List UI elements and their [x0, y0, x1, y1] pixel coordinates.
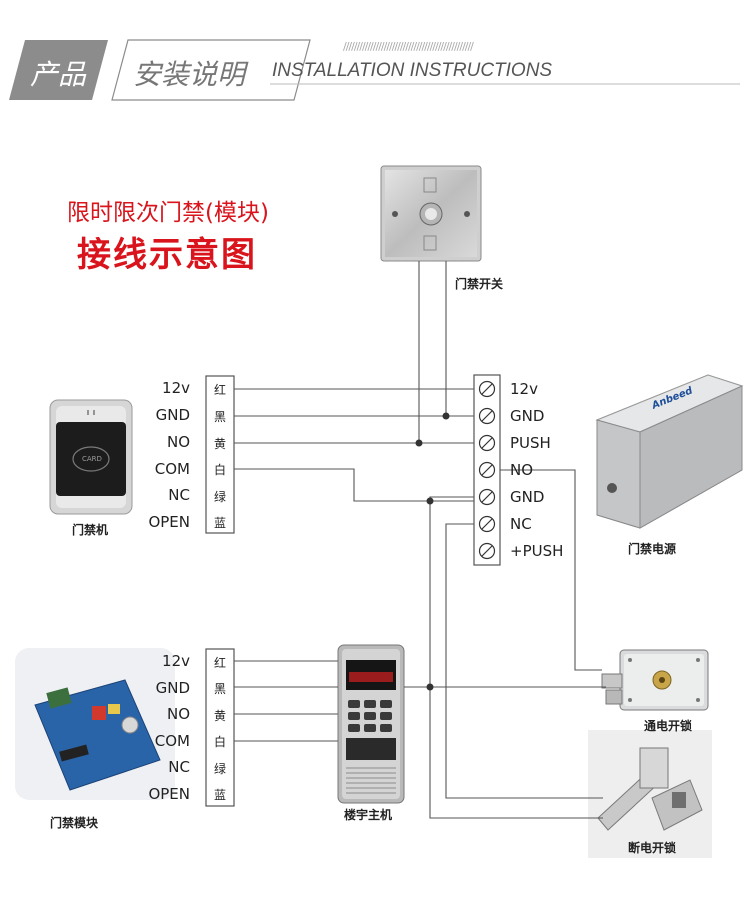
module-caption: 门禁模块	[50, 816, 99, 830]
module-wire-white: 白	[214, 735, 227, 749]
module-pin-12v: 12v	[162, 652, 190, 670]
reader-wire-red: 红	[214, 383, 227, 397]
junction-dots	[415, 412, 450, 691]
intercom-device	[337, 644, 405, 804]
module-wire-box	[205, 648, 235, 807]
terminal-block	[473, 374, 501, 566]
reader-pin-nc: NC	[168, 486, 190, 504]
module-wire-blue: 蓝	[214, 788, 227, 802]
module-wire-green: 绿	[214, 762, 227, 776]
diagram-title: 限时限次门禁(模块)	[67, 200, 269, 226]
module-pin-open: OPEN	[148, 785, 190, 803]
header-subtitle: INSTALLATION INSTRUCTIONS	[272, 60, 553, 81]
intercom-caption: 楼宇主机	[344, 808, 393, 822]
card-reader-device	[49, 399, 133, 515]
reader-caption: 门禁机	[72, 523, 109, 537]
exit-button-device	[380, 165, 482, 262]
reader-pin-com: COM	[154, 460, 190, 478]
terminal-screws	[478, 380, 496, 560]
module-board-device	[15, 648, 175, 800]
module-wire-yellow: 黄	[214, 709, 227, 723]
terminal-label-no: NO	[510, 461, 534, 479]
power-caption: 门禁电源	[628, 542, 677, 556]
reader-wire-green: 绿	[214, 490, 227, 504]
reader-wire-yellow: 黄	[214, 437, 227, 451]
header-title: 安装说明	[133, 58, 246, 91]
module-wire-black: 黑	[214, 682, 227, 696]
reader-pin-no: NO	[166, 433, 190, 451]
terminal-label-gnd2: GND	[510, 488, 545, 506]
reader-pin-gnd: GND	[155, 406, 190, 424]
terminal-label-nc: NC	[510, 515, 532, 533]
module-pin-gnd: GND	[155, 679, 190, 697]
reader-wire-white: 白	[214, 463, 227, 477]
exit-button-caption: 门禁开关	[455, 277, 504, 291]
power-off-lock-caption: 断电开锁	[628, 841, 677, 855]
terminal-label-gnd: GND	[510, 407, 545, 425]
terminal-label-push: PUSH	[510, 434, 551, 452]
reader-wire-box	[205, 375, 235, 534]
header-tag: 产品	[30, 58, 87, 91]
diagram-subtitle: 接线示意图	[77, 235, 257, 275]
power-on-lock-device	[601, 649, 709, 711]
wires	[234, 261, 606, 819]
reader-wire-blue: 蓝	[214, 516, 227, 530]
power-off-lock-device	[588, 730, 712, 858]
power-supply-device	[595, 374, 744, 529]
module-pin-no: NO	[166, 705, 190, 723]
reader-pin-open: OPEN	[148, 513, 190, 531]
terminal-label-plus-push: +PUSH	[510, 542, 564, 560]
reader-card-text: CARD	[82, 455, 102, 463]
header-stripes: ////////////////////////////////////////…	[343, 40, 474, 53]
reader-pin-12v: 12v	[162, 379, 190, 397]
reader-wire-black: 黑	[214, 410, 227, 424]
module-pin-nc: NC	[168, 758, 190, 776]
module-pin-com: COM	[154, 732, 190, 750]
module-wire-red: 红	[214, 656, 227, 670]
terminal-label-12v: 12v	[510, 380, 538, 398]
header-graphics	[9, 39, 740, 101]
power-on-lock-caption: 通电开锁	[644, 719, 693, 733]
